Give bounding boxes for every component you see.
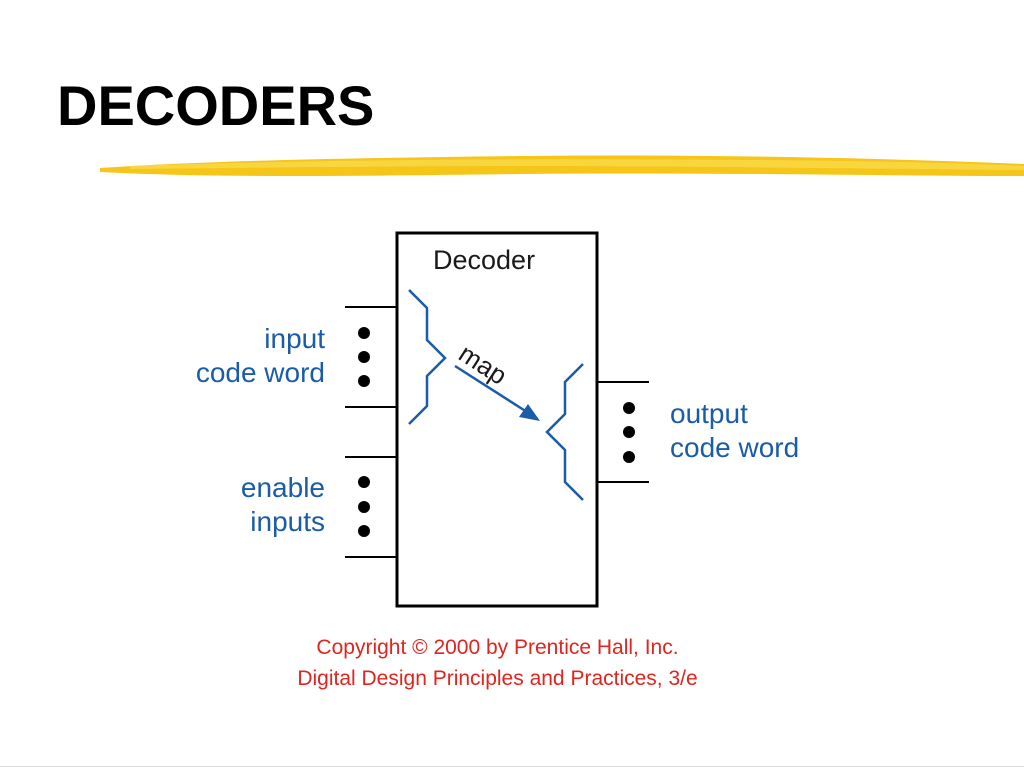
bottom-divider <box>0 766 1024 767</box>
decoder-box-title: Decoder <box>433 245 536 275</box>
map-arrow-head <box>519 404 540 421</box>
output-label-line2: code word <box>670 432 800 463</box>
input-dot <box>358 327 370 339</box>
copyright-notice: Copyright © 2000 by Prentice Hall, Inc. … <box>230 632 765 694</box>
title-underline-brushstroke <box>100 155 1024 176</box>
output-dot <box>623 402 635 414</box>
map-arrow-line <box>454 364 528 414</box>
input-label-line2: code word <box>195 357 325 388</box>
enable-label-line2: inputs <box>250 506 325 537</box>
enable-dot <box>358 476 370 488</box>
output-dot <box>623 426 635 438</box>
input-dot <box>358 351 370 363</box>
decoder-box <box>395 231 599 608</box>
input-code-word-label: input code word <box>150 322 325 390</box>
input-dot <box>358 375 370 387</box>
output-brace <box>545 363 584 501</box>
output-label-line1: output <box>670 398 748 429</box>
output-dot <box>623 451 635 463</box>
input-label-line1: input <box>264 323 325 354</box>
copyright-line1: Copyright © 2000 by Prentice Hall, Inc. <box>316 636 679 659</box>
enable-label-line1: enable <box>240 472 325 503</box>
copyright-line2: Digital Design Principles and Practices,… <box>297 667 698 690</box>
enable-inputs-label: enable inputs <box>150 471 325 539</box>
input-brace <box>408 289 447 425</box>
output-code-word-label: output code word <box>670 397 799 465</box>
enable-dot <box>358 501 370 513</box>
enable-dot <box>358 525 370 537</box>
slide-title: DECODERS <box>57 74 375 137</box>
